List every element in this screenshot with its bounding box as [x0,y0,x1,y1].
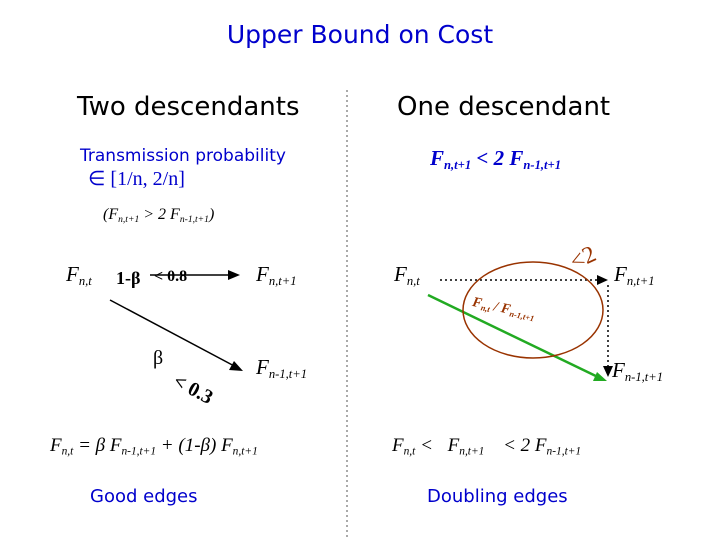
eq-part2: + (1-β) F [156,435,233,456]
node-sub: n-1,t+1 [624,369,664,384]
node-main: F [612,358,625,382]
cond-main1: F [430,146,445,170]
node-main: F [394,262,407,286]
node-sub: n,t+1 [626,273,655,288]
cond-mid: < 2 F [471,146,524,170]
prob-top-bound: < 0.8 [154,268,188,285]
good-edges-label: Good edges [90,486,198,507]
eq-sub2: n-1,t+1 [121,445,157,458]
range-text: ∈ [1/n, 2/n] [88,168,185,190]
heading-two-descendants: Two descendants [77,92,300,122]
beta-label: β [153,347,164,369]
ineq-main2: F [447,435,460,456]
node-main: F [256,355,269,379]
ineq-lt: < [415,435,438,456]
ineq-mid: < 2 F [498,435,547,456]
node-fnt1-left: Fn,t+1 [256,262,297,289]
slide-title: Upper Bound on Cost [226,20,494,49]
condition-suffix: ) [208,206,215,223]
eq-lhs-sub: n,t [61,445,74,458]
doubling-edges-label: Doubling edges [427,486,568,507]
node-sub: n-1,t+1 [268,366,308,381]
node-main: F [614,262,627,286]
node-fn1t1-right: Fn-1,t+1 [612,358,663,385]
good-edges-equation: Fn,t = β Fn-1,t+1 + (1-β) Fn,t+1 [50,435,258,457]
condition-prefix: (F [103,206,119,223]
node-fn1t1-left: Fn-1,t+1 [256,355,307,382]
eq-sub3: n,t+1 [232,445,258,458]
ineq-sub2: n,t+1 [459,445,485,458]
node-sub: n,t [78,273,92,288]
arrowhead-dotted-top [597,275,608,285]
prob-one-minus-beta: 1-β [116,268,141,288]
doubling-inequality: Fn,t < Fn,t+1 < 2 Fn-1,t+1 [392,435,581,457]
node-main: F [66,262,79,286]
arrowhead-green [593,372,607,381]
cond-sub2: n-1,t+1 [523,157,561,172]
node-fnt-right: Fn,t [394,262,420,289]
heading-one-descendant: One descendant [397,92,611,122]
node-sub: n,t [406,273,420,288]
edge-green [427,293,601,380]
edge-diagonal [109,299,239,369]
transmission-label: Transmission probability [80,146,286,166]
node-fnt-left: Fn,t [66,262,92,289]
eq-lhs: F [50,435,62,456]
ineq-main1: F [392,435,404,456]
arrowhead-dotted-vertical [603,366,613,377]
node-main: F [256,262,269,286]
cond-sub1: n,t+1 [444,157,472,172]
condition-text: (Fn,t+1 > 2 Fn-1,t+1) [103,206,214,225]
node-sub: n,t+1 [268,273,297,288]
ratio-ellipse [462,261,604,359]
condition-mid: > 2 F [139,206,180,223]
ineq-sub1: n,t [403,445,416,458]
condition-sub2: n-1,t+1 [179,213,209,225]
node-fnt1-right: Fn,t+1 [614,262,655,289]
arrowhead-top [228,270,240,280]
eq-part1: = β F [73,435,122,456]
ineq-sub3: n-1,t+1 [546,445,582,458]
arrowhead-diagonal [229,361,243,371]
condition-sub1: n,t+1 [118,213,140,225]
one-descendant-condition: Fn,t+1 < 2 Fn-1,t+1 [430,146,561,173]
